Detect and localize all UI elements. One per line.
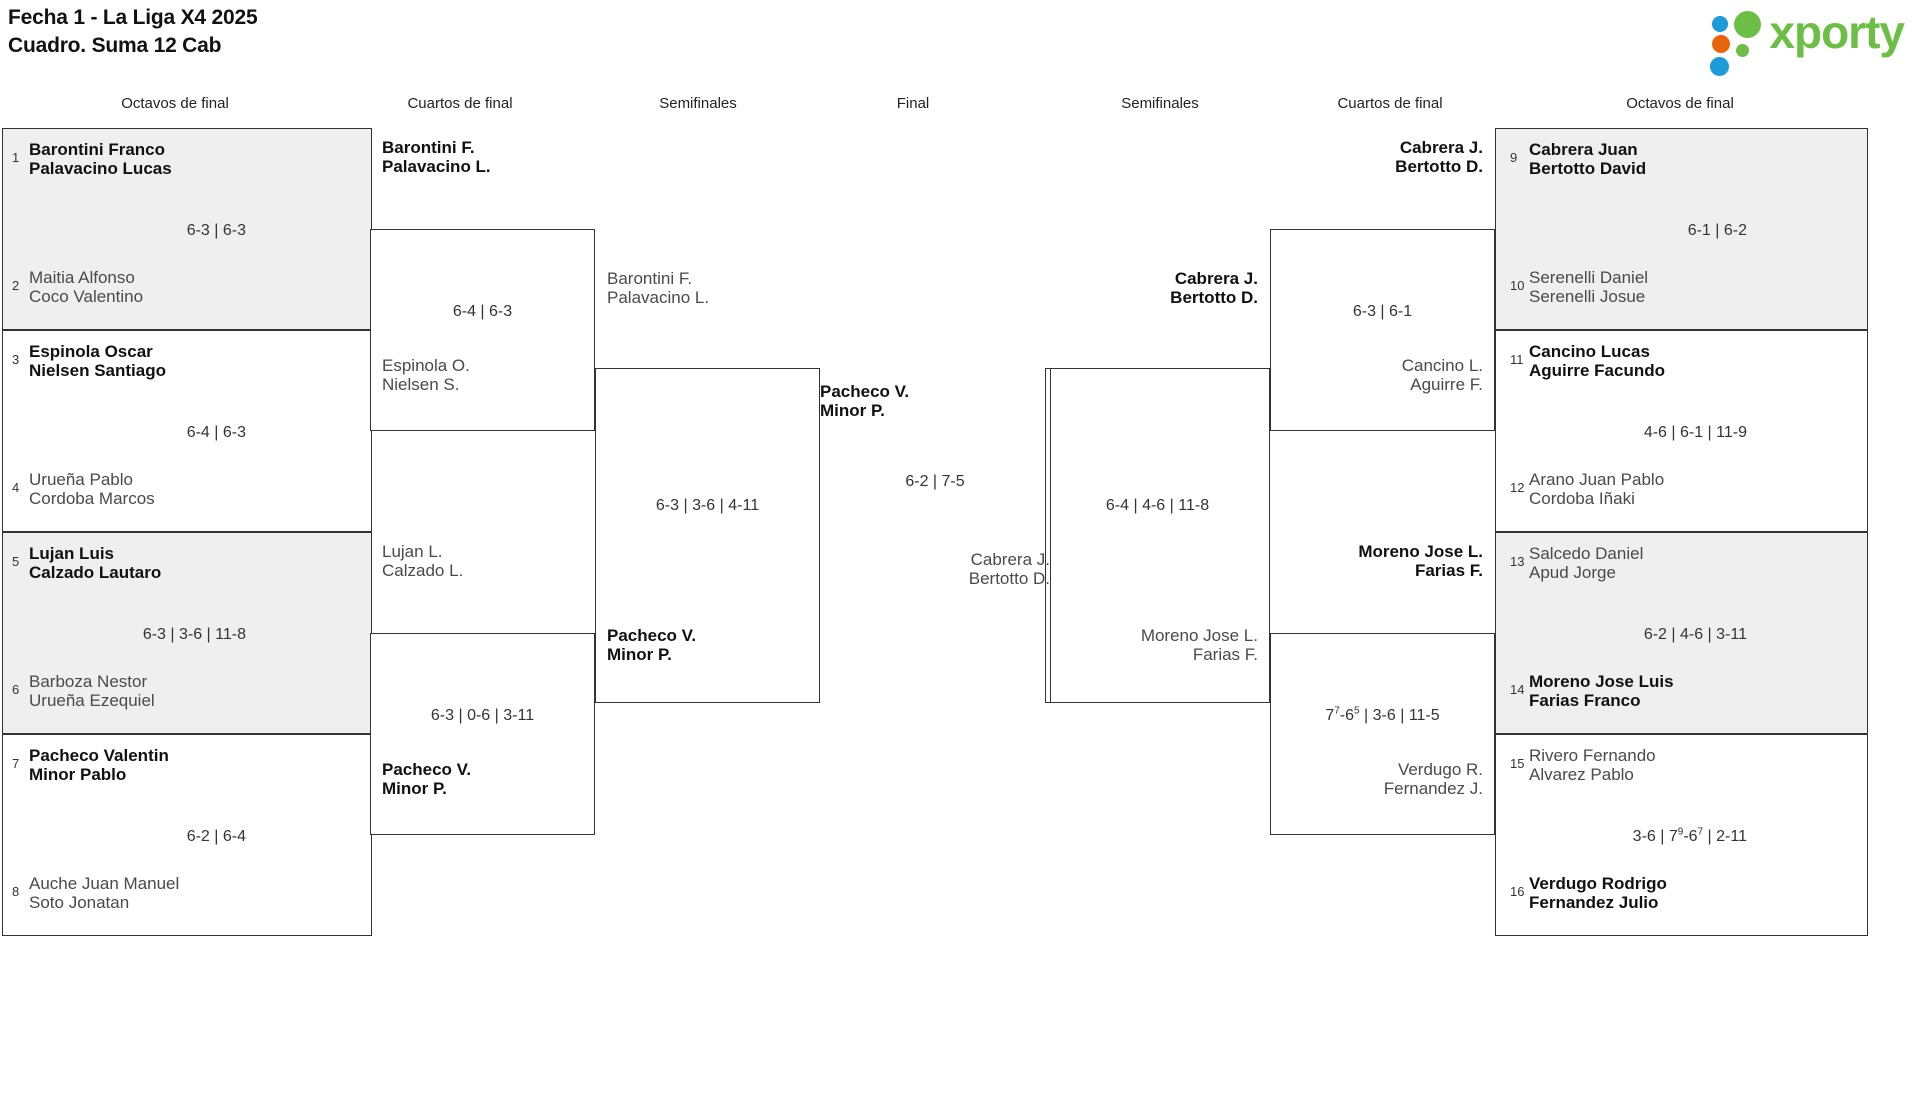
team-name: Barontini Franco Palavacino Lucas <box>29 140 172 179</box>
round-header-semis-right: Semifinales <box>1121 95 1199 112</box>
match-box-sf[interactable]: Cabrera J. Bertotto D. Moreno Jose L. Far… <box>1045 269 1270 703</box>
seed-number: 5 <box>12 554 20 569</box>
team-name: Barboza Nestor Urueña Ezequiel <box>29 672 155 711</box>
match-box-qf[interactable]: Moreno Jose L. Farias F. Verdugo R. Ferna… <box>1270 542 1495 835</box>
final-divider-line <box>1050 368 1052 703</box>
round-header-semis-left: Semifinales <box>659 95 737 112</box>
match-score: 6-3 | 6-3 <box>186 222 246 239</box>
match-score: 6-1 | 6-2 <box>1687 222 1747 239</box>
match-box-qf[interactable]: Lujan L. Calzado L. Pacheco V. Minor P. 6-… <box>370 542 595 835</box>
team-name: Cabrera J. Bertotto D. <box>1170 269 1258 308</box>
seed-number: 8 <box>12 884 20 899</box>
match-box-qf[interactable]: Cabrera J. Bertotto D. Cancino L. Aguirre… <box>1270 138 1495 431</box>
match-score: 6-3 | 0-6 | 3-11 <box>430 707 535 724</box>
round-header-final: Final <box>896 95 930 112</box>
team-name: Pacheco V. Minor P. <box>820 382 910 421</box>
match-score: 6-4 | 6-3 <box>452 303 513 320</box>
page-title: Fecha 1 - La Liga X4 2025 Cuadro. Suma 1… <box>8 6 258 58</box>
seed-number: 14 <box>1510 682 1525 697</box>
team-name: Urueña Pablo Cordoba Marcos <box>29 470 155 509</box>
seed-number: 7 <box>12 756 20 771</box>
match-box-final[interactable]: Pacheco V. Minor P. Cabrera J. Bertotto D… <box>820 382 1050 710</box>
match-score: 6-3 | 3-6 | 4-11 <box>655 496 760 514</box>
round-header-octavos-right: Octavos de final <box>1626 95 1734 112</box>
team-name: Cancino Lucas Aguirre Facundo <box>1529 342 1666 381</box>
team-name: Moreno Jose Luis Farias Franco <box>1529 672 1674 711</box>
seed-number: 2 <box>12 278 20 293</box>
match-score: 6-2 | 6-4 <box>186 828 246 845</box>
match-score: 77-65 | 3-6 | 11-5 <box>1325 705 1440 724</box>
seed-number: 10 <box>1510 278 1525 293</box>
seed-number: 6 <box>12 682 20 697</box>
match-score: 6-4 | 6-3 <box>186 424 246 441</box>
match-score: 6-2 | 7-5 <box>905 473 965 490</box>
team-name: Rivero Fernando Alvarez Pablo <box>1529 746 1656 785</box>
team-name: Cancino L. Aguirre F. <box>1401 356 1483 395</box>
round-header-cuartos-left: Cuartos de final <box>407 95 513 112</box>
team-name: Verdugo Rodrigo Fernandez Julio <box>1529 874 1667 913</box>
team-name: Arano Juan Pablo Cordoba Iñaki <box>1529 470 1665 509</box>
logo-dots-icon <box>1710 8 1762 76</box>
team-name: Barontini F. Palavacino L. <box>382 138 491 177</box>
team-name: Salcedo Daniel Apud Jorge <box>1529 544 1644 583</box>
seed-number: 13 <box>1510 554 1525 569</box>
match-score: 3-6 | 79-67 | 2-11 <box>1632 826 1747 845</box>
seed-number: 16 <box>1510 884 1525 899</box>
team-name: Espinola O. Nielsen S. <box>382 356 470 395</box>
seed-number: 1 <box>12 150 20 165</box>
match-score: 6-4 | 4-6 | 11-8 <box>1105 496 1210 514</box>
team-name: Cabrera Juan Bertotto David <box>1529 140 1647 179</box>
seed-number: 11 <box>1510 352 1524 367</box>
team-name: Pacheco V. Minor P. <box>382 760 472 799</box>
match-score: 6-3 | 3-6 | 11-8 <box>142 626 246 643</box>
team-name: Maitia Alfonso Coco Valentino <box>29 268 144 307</box>
match-box-qf[interactable]: Barontini F. Palavacino L. Espinola O. Ni… <box>370 138 595 431</box>
team-name: Pacheco Valentin Minor Pablo <box>29 746 169 785</box>
round-header-octavos-left: Octavos de final <box>121 95 229 112</box>
team-name: Verdugo R. Fernandez J. <box>1383 760 1483 799</box>
team-name: Barontini F. Palavacino L. <box>607 269 710 308</box>
seed-number: 4 <box>12 480 20 495</box>
match-score: 4-6 | 6-1 | 11-9 <box>1643 424 1747 441</box>
seed-number: 9 <box>1510 150 1518 165</box>
team-name: Moreno Jose L. Farias F. <box>1140 626 1258 665</box>
logo-wordmark: xporty <box>1769 6 1905 58</box>
team-name: Cabrera J. Bertotto D. <box>968 550 1050 589</box>
seed-number: 12 <box>1510 480 1525 495</box>
seed-number: 3 <box>12 352 20 367</box>
team-name: Lujan L. Calzado L. <box>382 542 464 581</box>
xporty-logo: xporty <box>1710 6 1905 76</box>
seed-number: 15 <box>1510 756 1525 771</box>
team-name: Lujan Luis Calzado Lautaro <box>29 544 162 583</box>
match-score: 6-2 | 4-6 | 3-11 <box>1643 626 1747 643</box>
team-name: Cabrera J. Bertotto D. <box>1395 138 1483 177</box>
team-name: Auche Juan Manuel Soto Jonatan <box>29 874 180 913</box>
team-name: Espinola Oscar Nielsen Santiago <box>29 342 166 381</box>
round-header-cuartos-right: Cuartos de final <box>1337 95 1443 112</box>
team-name: Serenelli Daniel Serenelli Josue <box>1529 268 1649 307</box>
team-name: Pacheco V. Minor P. <box>607 626 697 665</box>
match-box-sf[interactable]: Barontini F. Palavacino L. Pacheco V. Min… <box>595 269 820 703</box>
team-name: Moreno Jose L. Farias F. <box>1358 542 1483 581</box>
match-score: 6-3 | 6-1 <box>1352 303 1413 320</box>
